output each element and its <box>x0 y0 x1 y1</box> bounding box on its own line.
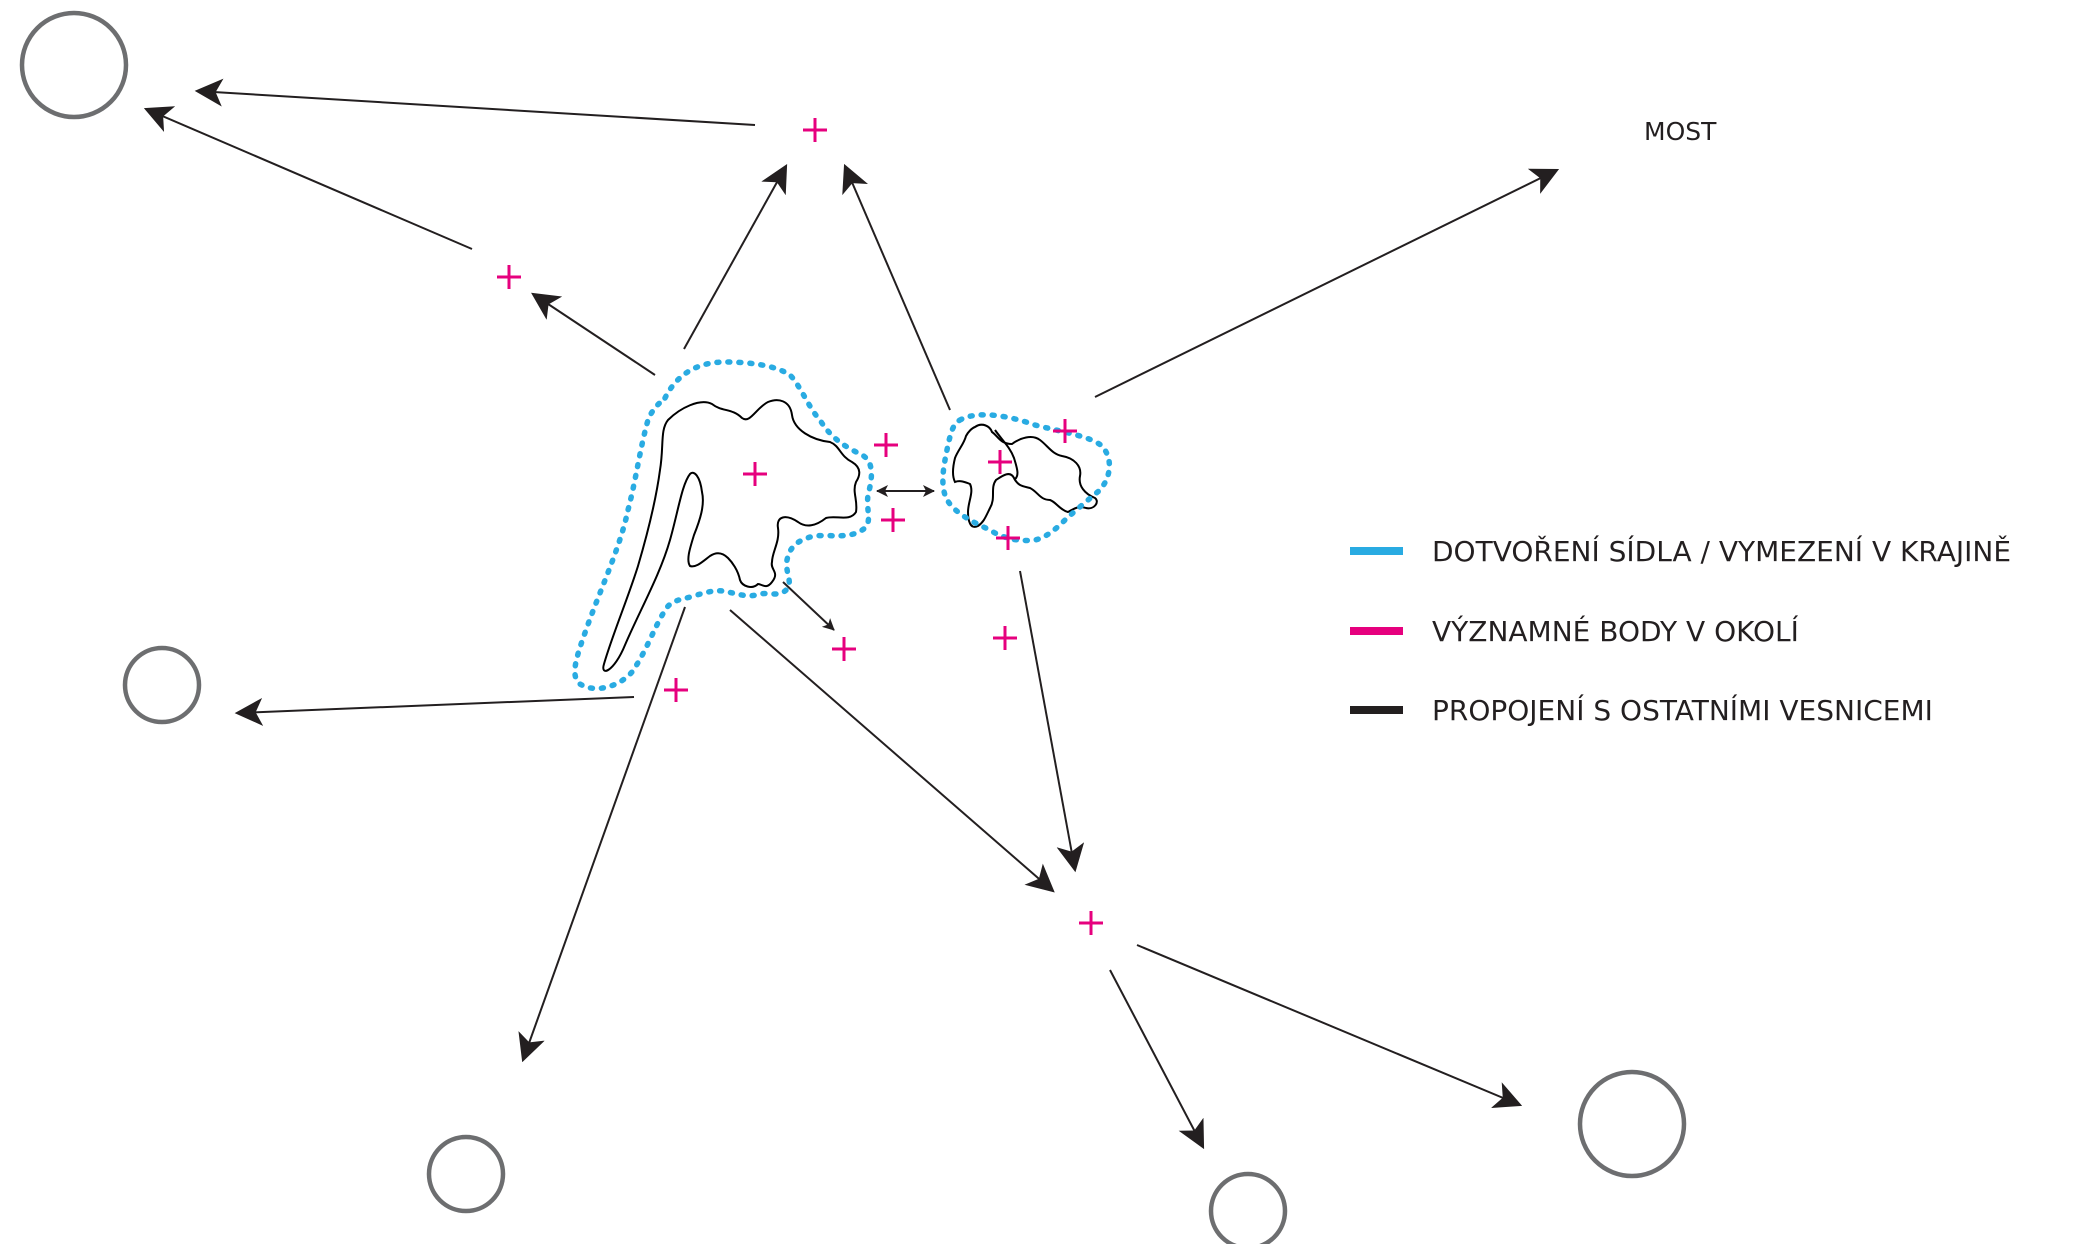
poi-marker <box>996 526 1020 550</box>
village-bottom-left <box>426 1134 506 1214</box>
west-settlement-outline <box>602 399 861 672</box>
legend: DOTVOŘENÍ SÍDLA / VYMEZENÍ V KRAJINĚ VÝZ… <box>1350 534 2011 727</box>
connection-arrow <box>683 163 788 350</box>
connection-arrow <box>729 609 1055 893</box>
poi-marker <box>988 450 1012 474</box>
poi-marker <box>993 626 1017 650</box>
poi-marker <box>497 265 521 289</box>
poi-marker <box>664 678 688 702</box>
west-settlement-boundary <box>572 359 875 692</box>
legend-item-village-connections: PROPOJENÍ S OSTATNÍMI VESNICEMI <box>1350 693 1933 727</box>
poi-marker <box>832 637 856 661</box>
points-of-interest <box>497 118 1103 935</box>
legend-item-points-of-interest: VÝZNAMNÉ BODY V OKOLÍ <box>1350 614 1799 648</box>
village-left <box>122 645 202 725</box>
east-settlement-boundary <box>940 412 1113 544</box>
legend-label-points-of-interest: VÝZNAMNÉ BODY V OKOLÍ <box>1432 614 1799 648</box>
most-label: MOST <box>1644 117 1717 146</box>
connection-arrow <box>782 581 835 631</box>
connection-arrow <box>143 106 473 250</box>
village-connections <box>143 78 1560 1150</box>
poi-marker <box>803 118 827 142</box>
legend-item-settlement-boundary: DOTVOŘENÍ SÍDLA / VYMEZENÍ V KRAJINĚ <box>1350 534 2011 568</box>
legend-label-settlement-boundary: DOTVOŘENÍ SÍDLA / VYMEZENÍ V KRAJINĚ <box>1432 534 2011 568</box>
poi-marker <box>743 462 767 486</box>
poi-marker <box>1079 911 1103 935</box>
village-top-left <box>19 10 129 120</box>
legend-label-village-connections: PROPOJENÍ S OSTATNÍMI VESNICEMI <box>1432 693 1933 727</box>
connection-arrow <box>1109 969 1205 1150</box>
poi-marker <box>881 508 905 532</box>
connection-arrow <box>194 78 756 126</box>
east-settlement-outline <box>952 423 1098 528</box>
connection-arrow <box>1136 944 1523 1109</box>
village-bottom-center <box>1208 1171 1288 1244</box>
village-bottom-right <box>1577 1069 1687 1179</box>
connection-arrow <box>1094 168 1560 398</box>
connection-arrow <box>234 696 635 726</box>
connection-arrow <box>531 292 656 376</box>
connection-arrow <box>842 163 951 411</box>
poi-marker <box>874 433 898 457</box>
neighbouring-villages <box>19 10 1687 1244</box>
east-settlement-inner-boundary <box>994 429 1019 481</box>
settlement-boundaries <box>572 359 1113 692</box>
connection-arrow <box>518 606 686 1063</box>
connection-arrow <box>1019 570 1085 873</box>
settlement-outlines <box>602 399 1098 672</box>
poi-marker <box>1053 419 1077 443</box>
